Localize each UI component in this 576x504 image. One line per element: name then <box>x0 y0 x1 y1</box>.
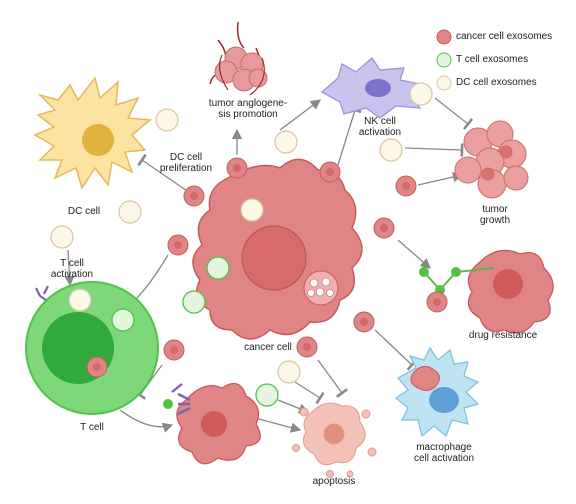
t-exosome-group <box>111 256 279 407</box>
dc-cell <box>33 76 152 190</box>
label-macrophage-activation: macrophage cell activation <box>413 442 475 464</box>
cancer-nucleus <box>241 225 307 291</box>
nk-arrow <box>279 99 322 131</box>
engulfed-cancer-cell <box>410 366 440 392</box>
t-cell <box>25 281 159 415</box>
dc-exosome-icon <box>240 198 264 222</box>
t-cell-receptor <box>35 285 49 301</box>
legend-label-t: T cell exosomes <box>456 54 529 65</box>
dc-prolif-inhibit <box>137 153 194 196</box>
t-cell-inhibit-path <box>129 254 169 306</box>
t-activation-arrow <box>64 249 75 287</box>
target-cancer-cell <box>163 382 261 465</box>
cancer-exosome-icon <box>183 185 205 207</box>
apoptosis-arrow-1 <box>254 417 302 433</box>
cancer-exosome-icon <box>167 234 189 256</box>
cancer-exosome-icon <box>86 356 108 378</box>
legend-icons <box>436 29 452 91</box>
label-drug-resistance: drug resistance <box>468 330 538 341</box>
cancer-exosome-icon <box>163 339 185 361</box>
apoptotic-cell <box>292 402 377 478</box>
cancer-exosome-icon <box>319 161 341 183</box>
label-dc-proliferation: DC cell preliferation <box>159 152 213 174</box>
label-cancer-cell: cancer cell <box>244 342 292 353</box>
legend-label-dc: DC cell exosomes <box>456 77 537 88</box>
fas-ligand <box>163 399 173 409</box>
label-t-cell: T cell <box>80 422 104 433</box>
dc-nucleus <box>82 124 114 156</box>
t-exosome-icon <box>111 308 135 332</box>
dc-exosome-icon <box>118 200 142 224</box>
t-exosome-icon <box>206 256 230 280</box>
dc-exo-to-nk-inhibit <box>434 97 474 130</box>
label-angiogenesis: tumor anglogene- sis promotion <box>208 98 288 120</box>
apoptosis-inhibit-line-2 <box>294 381 325 405</box>
nk-nucleus <box>365 79 391 97</box>
cancer-exosome-icon <box>436 29 452 45</box>
t-exosome-icon <box>255 383 279 407</box>
t-cell-to-cancer-arrow <box>119 409 174 433</box>
dc-exosome-icon <box>409 82 433 106</box>
dc-exosome-icon <box>274 130 298 154</box>
dc-exosome-icon <box>50 225 74 249</box>
dc-exosome-group <box>50 82 433 384</box>
nk-inhibit-line <box>337 106 362 166</box>
drug-resistance-cell <box>419 249 554 334</box>
dc-exosome-icon <box>68 288 92 312</box>
macrophage-nucleus <box>429 387 459 413</box>
dc-exosome-icon <box>155 108 179 132</box>
t-exosome-icon <box>182 290 206 314</box>
cancer-exosome-icon <box>353 311 375 333</box>
apoptosis-inhibit-line <box>317 359 349 398</box>
dc-exosome-icon <box>277 360 301 384</box>
cancer-exosome-icon <box>296 336 318 358</box>
angiogenesis-tumor <box>209 21 268 96</box>
cancer-exosome-icon <box>395 175 417 197</box>
main-cancer-cell <box>192 158 363 340</box>
macrophage <box>394 346 480 438</box>
cancer-exosome-icon <box>426 291 448 313</box>
macrophage-inhibit-line <box>374 329 418 371</box>
label-apoptosis: apoptosis <box>312 476 356 487</box>
nk-cell <box>320 57 422 119</box>
cancer-exosome-icon <box>226 157 248 179</box>
label-t-activation: T cell activation <box>50 258 94 280</box>
dc-exo-to-tumor-inhibit <box>404 143 464 157</box>
dc-exosome-icon <box>379 138 403 162</box>
label-dc-cell: DC cell <box>67 206 101 217</box>
tumor-growth-cluster <box>454 120 529 199</box>
cancer-exosome-group <box>86 157 448 378</box>
cancer-exosome-icon <box>373 217 395 239</box>
t-exosome-icon <box>436 52 452 68</box>
label-tumor-growth: tumor growth <box>479 204 510 226</box>
cancer-exo-to-tumor-arrow <box>417 171 464 186</box>
legend-label-cancer: cancer cell exosomes <box>456 31 553 42</box>
label-nk-activation: NK cell activation <box>358 116 402 138</box>
dc-exosome-icon <box>436 75 452 91</box>
drug-resistance-arrow <box>397 239 431 269</box>
